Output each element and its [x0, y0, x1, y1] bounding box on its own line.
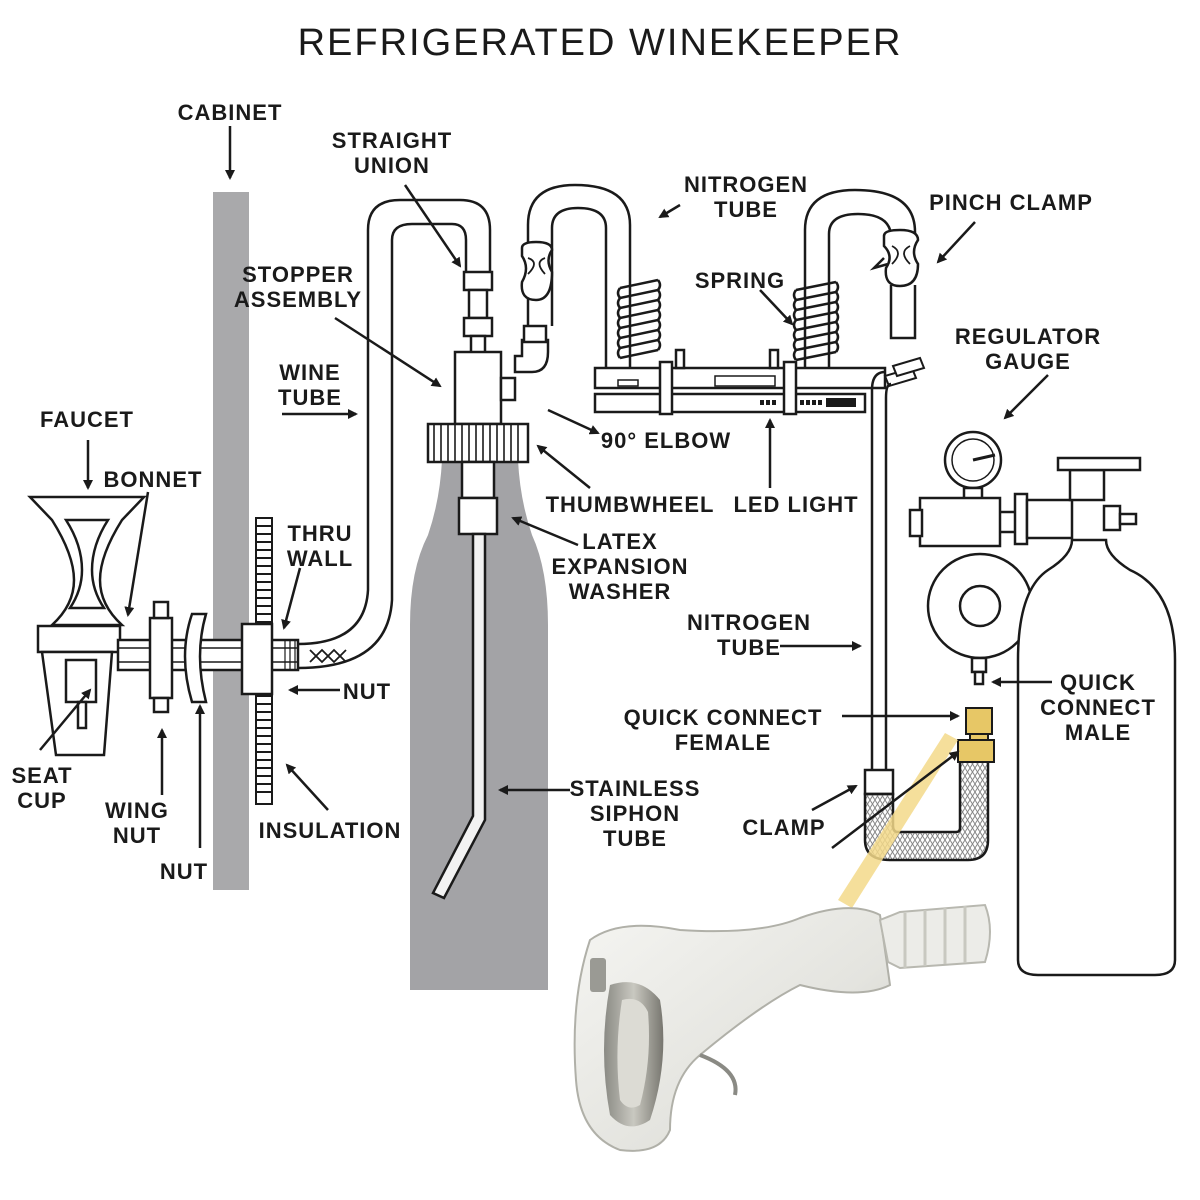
- straight-union: [462, 270, 494, 356]
- led-light: [760, 398, 856, 407]
- stopper-assembly: [426, 350, 530, 536]
- wine-tube: [297, 198, 492, 670]
- faucet: [27, 495, 147, 757]
- regulator: [908, 430, 1142, 686]
- diagram-title: REFRIGERATED WINEKEEPER: [297, 22, 903, 64]
- label-thumbwheel: THUMBWHEEL: [545, 492, 715, 517]
- label-insulation: INSULATION: [258, 818, 402, 843]
- highlight-band: [838, 733, 958, 908]
- elbow-fitting: [499, 324, 550, 402]
- cabinet-wall: [213, 192, 249, 890]
- leader-arrows: [39, 126, 1052, 849]
- spring-1: [616, 278, 662, 360]
- label-bonnet: BONNET: [103, 467, 203, 492]
- label-spring: SPRING: [694, 268, 786, 293]
- led-wires: [883, 356, 926, 388]
- nitrogen-tank: [1016, 538, 1177, 977]
- spring-2: [792, 280, 840, 362]
- siphon-tube: [431, 532, 487, 900]
- nitrogen-tube-arch-1: [526, 183, 632, 368]
- manifold-bar: [593, 348, 887, 416]
- quick-connect-female-fitting: [957, 707, 995, 763]
- insulation-ribs: [255, 517, 273, 805]
- label-pinch-clamp: PINCH CLAMP: [929, 190, 1093, 215]
- faucet-shank: [116, 600, 300, 714]
- pinch-clamp-2: [869, 228, 920, 288]
- label-faucet: FAUCET: [40, 407, 134, 432]
- label-cabinet: CABINET: [177, 100, 283, 125]
- pinch-clamp-1: [520, 240, 554, 302]
- quick-connect-photo: [573, 903, 991, 1152]
- label-90-elbow: 90° ELBOW: [600, 428, 732, 453]
- label-nut-bottom: NUT: [159, 859, 209, 884]
- label-nut-right: NUT: [342, 679, 392, 704]
- nitrogen-tube-vertical: [870, 370, 892, 770]
- label-clamp: CLAMP: [742, 815, 826, 840]
- nitrogen-tube-arch-2: [803, 188, 917, 368]
- label-led-light: LED LIGHT: [733, 492, 859, 517]
- tube-clamp: [863, 768, 895, 796]
